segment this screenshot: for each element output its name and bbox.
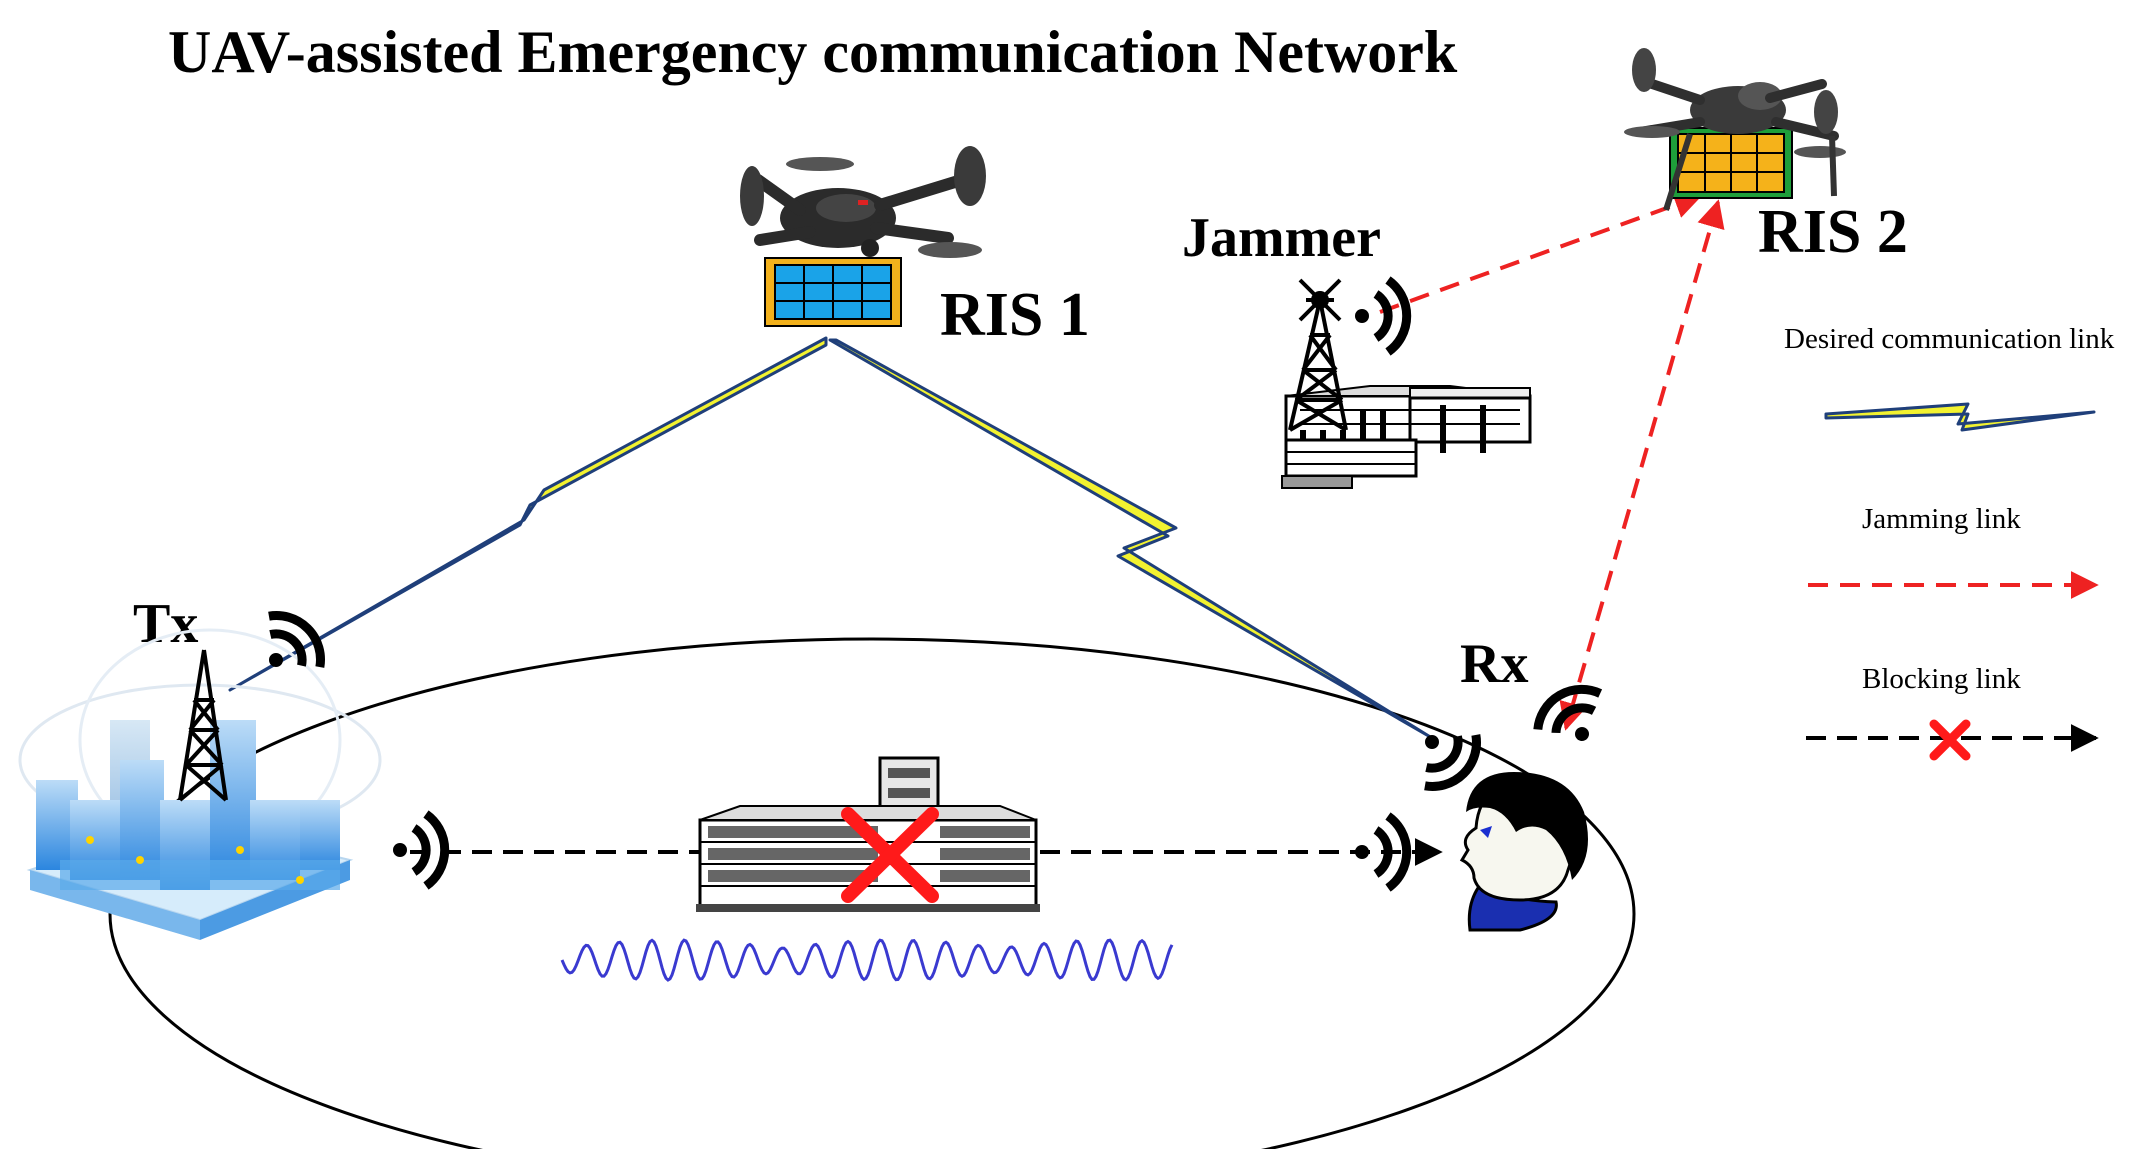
- legend-blocking-label: Blocking link: [1862, 663, 2021, 695]
- wifi-signal-icon: [268, 611, 325, 668]
- wifi-signal-icon: [393, 810, 450, 890]
- jamming-link-ris2-rx: [1559, 199, 1725, 731]
- radio-tower-icon: [1288, 278, 1348, 432]
- uav-ris2: [1624, 48, 1846, 211]
- city-icon: [18, 628, 382, 940]
- desired-link-ris1-rx: [828, 338, 1434, 740]
- drone-icon: [740, 146, 986, 258]
- ris1-label: RIS 1: [940, 281, 1090, 349]
- jamming-link-jammer-ris2: [1379, 191, 1703, 314]
- blocked-x-icon: [841, 807, 939, 903]
- coverage-area-ellipse: [108, 637, 1636, 1149]
- legend-desired-label: Desired communication link: [1784, 323, 2115, 355]
- drone-icon: [1624, 48, 1846, 211]
- desired-link-ris1-tx: [228, 336, 828, 692]
- uav-ris1: [740, 146, 986, 327]
- wifi-signal-icon: [1355, 812, 1412, 892]
- diagram-title: UAV-assisted Emergency communication Net…: [168, 19, 1458, 85]
- ris-panel-icon: [764, 257, 902, 327]
- jammer-label: Jammer: [1182, 207, 1381, 269]
- wifi-signal-icon: [1533, 684, 1603, 741]
- waveform-icon: [560, 938, 1174, 982]
- rx-label: Rx: [1460, 633, 1528, 695]
- radio-tower-icon: [178, 649, 228, 802]
- legend: Desired communication link Jamming link …: [1784, 323, 2115, 761]
- legend-desired-line: [1824, 402, 2096, 432]
- person-head-icon: [1459, 772, 1588, 932]
- wifi-signal-icon: [1355, 276, 1412, 356]
- blocked-x-icon: [1929, 719, 1971, 761]
- wifi-signal-icon: [1424, 734, 1481, 791]
- legend-jamming-label: Jamming link: [1862, 503, 2021, 535]
- ris2-label: RIS 2: [1758, 198, 1908, 266]
